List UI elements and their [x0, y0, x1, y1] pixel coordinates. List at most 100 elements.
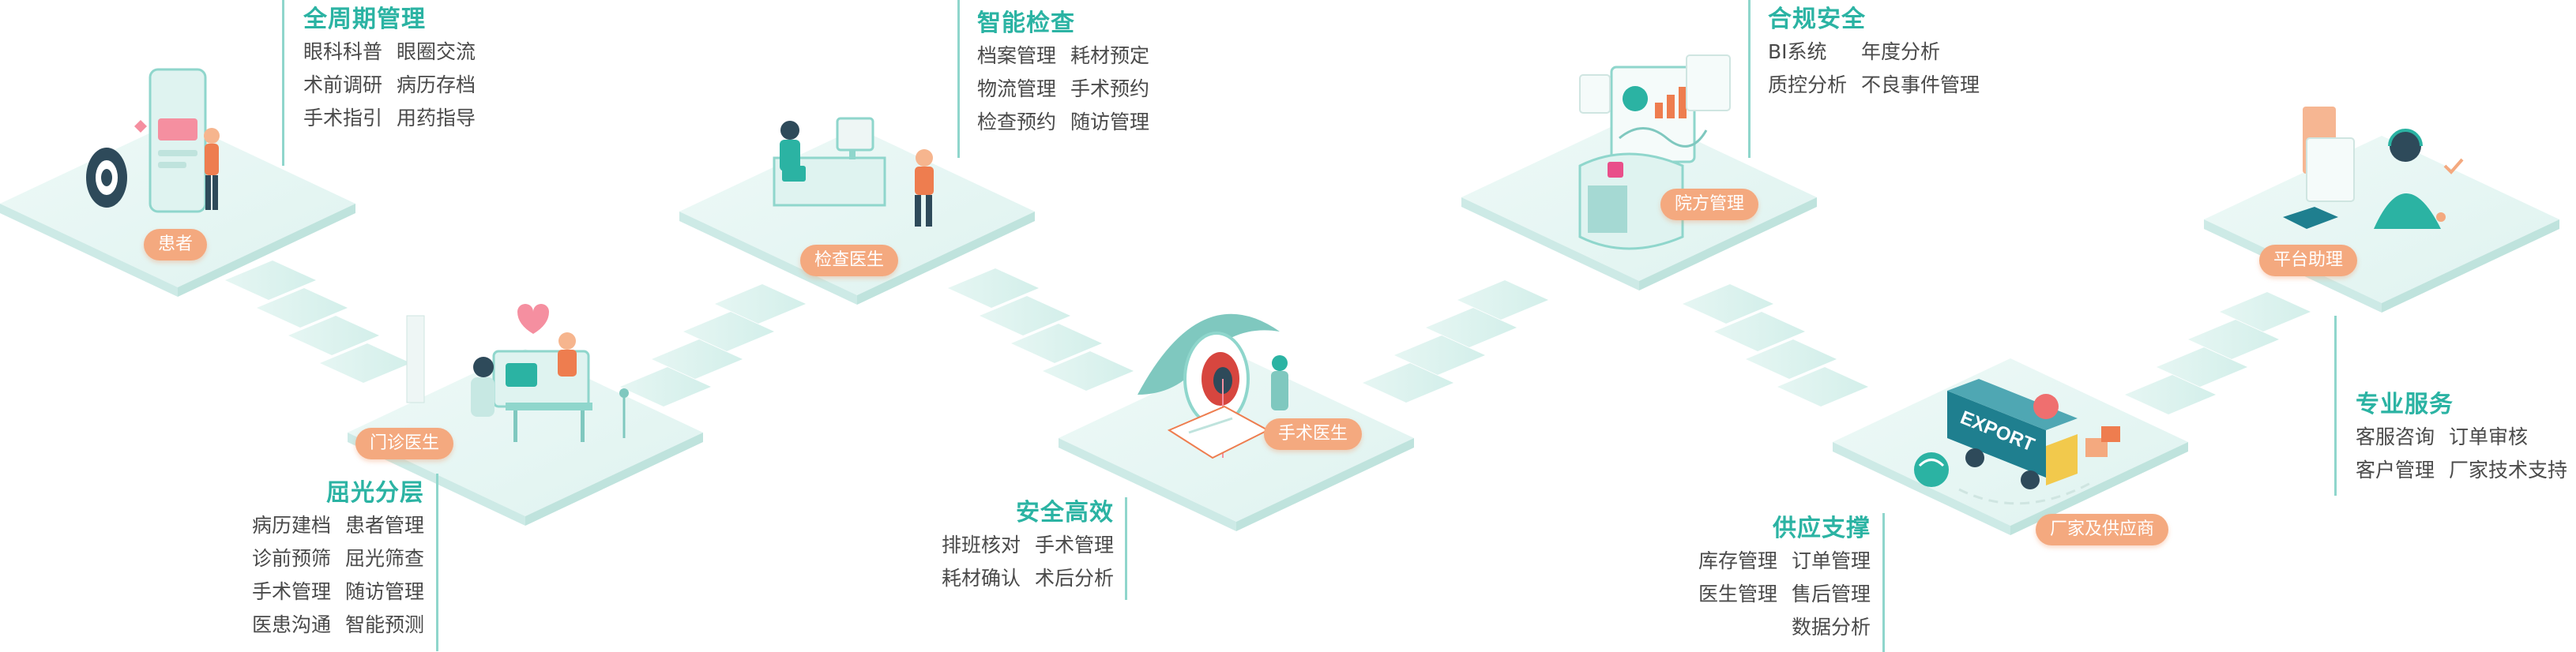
item-label: 诊前预筛	[251, 547, 331, 570]
item-label: 耗材预定	[1070, 44, 1150, 67]
role-badge-supplier: 厂家及供应商	[2036, 514, 2169, 545]
item-label: 售后管理	[1791, 583, 1871, 605]
block-line: BI系统 年度分析	[1768, 36, 1994, 69]
steps-surgery-hospital	[1363, 280, 1548, 403]
accent-bar	[957, 0, 960, 158]
item-label: 病历建档	[251, 514, 331, 537]
item-label: 随访管理	[1070, 111, 1150, 133]
steps-supplier-assistant	[2125, 292, 2311, 414]
block-line: 病历建档患者管理	[209, 509, 424, 542]
item-label: BI系统	[1768, 40, 1827, 63]
item-label: 屈光筛查	[344, 547, 424, 570]
hospital-dashboard-icon	[1578, 54, 1731, 250]
item-label: 手术预约	[1070, 77, 1150, 100]
block-line: 检查预约随访管理	[977, 106, 1164, 139]
block-clinic: 屈光分层 病历建档患者管理 诊前预筛屈光筛查 手术管理随访管理 医患沟通智能预测	[209, 478, 424, 642]
item-label: 术前调研	[303, 73, 383, 96]
block-exam: 智能检查 档案管理耗材预定 物流管理手术预约 检查预约随访管理	[977, 8, 1164, 139]
item-label: 耗材确认	[941, 567, 1021, 590]
block-line: 客户管理厂家技术支持	[2356, 454, 2576, 487]
item-label: 手术管理	[1034, 534, 1114, 556]
role-badge-hospital: 院方管理	[1660, 189, 1759, 220]
block-line: 库存管理订单管理	[1659, 545, 1871, 578]
item-label: 术后分析	[1034, 567, 1114, 590]
block-title: 专业服务	[2356, 391, 2454, 418]
item-label: 手术指引	[303, 107, 383, 129]
item-label: 订单审核	[2449, 425, 2529, 448]
block-line: 数据分析	[1659, 611, 1871, 644]
item-label: 手术管理	[251, 580, 331, 603]
block-title: 智能检查	[977, 9, 1075, 37]
item-label: 排班核对	[941, 534, 1021, 556]
block-title: 屈光分层	[326, 479, 424, 507]
role-badge-patient: 患者	[144, 229, 208, 260]
role-badge-exam: 检查医生	[800, 245, 899, 276]
item-label: 客服咨询	[2356, 425, 2435, 448]
item-label: 数据分析	[1791, 616, 1871, 639]
item-label: 检查预约	[977, 111, 1057, 133]
block-line: 医生管理售后管理	[1659, 578, 1871, 611]
item-label: 不良事件管理	[1861, 73, 1980, 96]
block-title: 供应支撑	[1773, 515, 1871, 542]
item-label: 档案管理	[977, 44, 1057, 67]
block-title: 全周期管理	[303, 6, 426, 33]
block-assistant: 专业服务 客服咨询订单审核 客户管理厂家技术支持	[2356, 389, 2576, 487]
surgery-eye-icon	[1138, 313, 1288, 459]
block-line: 术前调研病历存档	[303, 69, 490, 102]
item-label: 质控分析	[1768, 73, 1848, 96]
clinic-doctor-desk-icon	[406, 304, 629, 442]
export-truck-icon: EXPORT	[1914, 379, 2120, 489]
exam-doctor-equipment-icon	[773, 117, 934, 227]
item-label: 患者管理	[344, 514, 424, 537]
block-supplier: 供应支撑 库存管理订单管理 医生管理售后管理 数据分析	[1659, 513, 1871, 644]
block-surgery: 安全高效 排班核对手术管理 耗材确认术后分析	[897, 497, 1114, 595]
accent-bar	[1125, 497, 1127, 600]
item-label: 厂家技术支持	[2449, 459, 2568, 482]
platform-exam	[679, 128, 1035, 305]
item-label: 物流管理	[977, 77, 1057, 100]
accent-bar	[2334, 316, 2337, 496]
accent-bar	[1882, 513, 1885, 652]
block-line: 质控分析不良事件管理	[1768, 69, 1994, 102]
item-label: 客户管理	[2356, 459, 2435, 482]
block-line: 档案管理耗材预定	[977, 39, 1164, 73]
block-line: 排班核对手术管理	[897, 529, 1114, 562]
item-label: 医生管理	[1698, 583, 1777, 605]
item-label: 用药指导	[397, 107, 476, 129]
block-line: 手术管理随访管理	[209, 575, 424, 609]
block-line: 手术指引用药指导	[303, 102, 490, 135]
role-badge-surgery: 手术医生	[1264, 418, 1363, 450]
assistant-headset-icon	[2283, 107, 2464, 229]
item-label: 眼科科普	[303, 40, 383, 63]
role-badge-assistant: 平台助理	[2259, 245, 2358, 276]
steps-hospital-supplier	[1683, 284, 1868, 407]
steps-patient-clinic	[225, 260, 411, 383]
block-line: 物流管理手术预约	[977, 73, 1164, 106]
block-line: 诊前预筛屈光筛查	[209, 542, 424, 575]
route-line	[1958, 480, 2094, 505]
block-title: 合规安全	[1768, 6, 1866, 33]
steps-clinic-exam	[620, 284, 806, 407]
item-label: 订单管理	[1791, 549, 1871, 572]
block-line: 客服咨询订单审核	[2356, 421, 2576, 454]
block-title: 安全高效	[1016, 499, 1114, 526]
item-label: 随访管理	[344, 580, 424, 603]
block-line: 耗材确认术后分析	[897, 562, 1114, 595]
item-label: 眼圈交流	[397, 40, 476, 63]
item-label: 病历存档	[397, 73, 476, 96]
item-label: 医患沟通	[251, 613, 331, 636]
item-label: 智能预测	[344, 613, 424, 636]
patient-eye-phone-icon	[86, 68, 220, 213]
accent-bar	[282, 0, 284, 166]
item-label: 年度分析	[1861, 40, 1941, 63]
block-line: 医患沟通智能预测	[209, 609, 424, 642]
block-patient: 全周期管理 眼科科普眼圈交流 术前调研病历存档 手术指引用药指导	[303, 4, 490, 135]
role-badge-clinic: 门诊医生	[355, 428, 454, 459]
block-line: 眼科科普眼圈交流	[303, 36, 490, 69]
item-label: 库存管理	[1698, 549, 1777, 572]
accent-bar	[1748, 0, 1751, 158]
steps-exam-surgery	[948, 268, 1134, 391]
accent-bar	[436, 474, 438, 651]
